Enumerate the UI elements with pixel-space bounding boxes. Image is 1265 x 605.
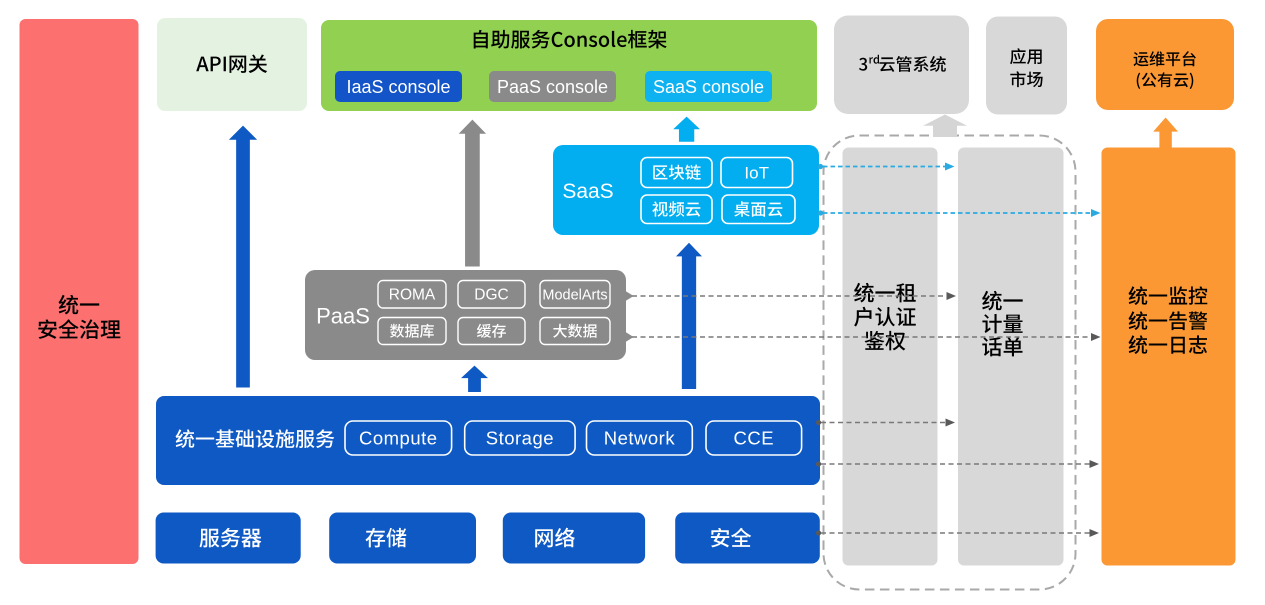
svg-text:ModelArts: ModelArts [542,287,607,303]
svg-text:ROMA: ROMA [389,287,436,304]
svg-text:SaaS: SaaS [562,180,613,203]
svg-text:Storage: Storage [486,427,554,448]
svg-text:Network: Network [604,427,676,448]
svg-text:PaaS: PaaS [316,304,370,329]
svg-text:Compute: Compute [359,427,438,448]
svg-text:DGC: DGC [474,287,508,304]
svg-text:SaaS console: SaaS console [653,77,764,97]
svg-text:IoT: IoT [744,163,769,182]
svg-text:CCE: CCE [734,427,775,448]
svg-text:IaaS console: IaaS console [346,77,450,97]
svg-text:PaaS console: PaaS console [497,77,608,97]
